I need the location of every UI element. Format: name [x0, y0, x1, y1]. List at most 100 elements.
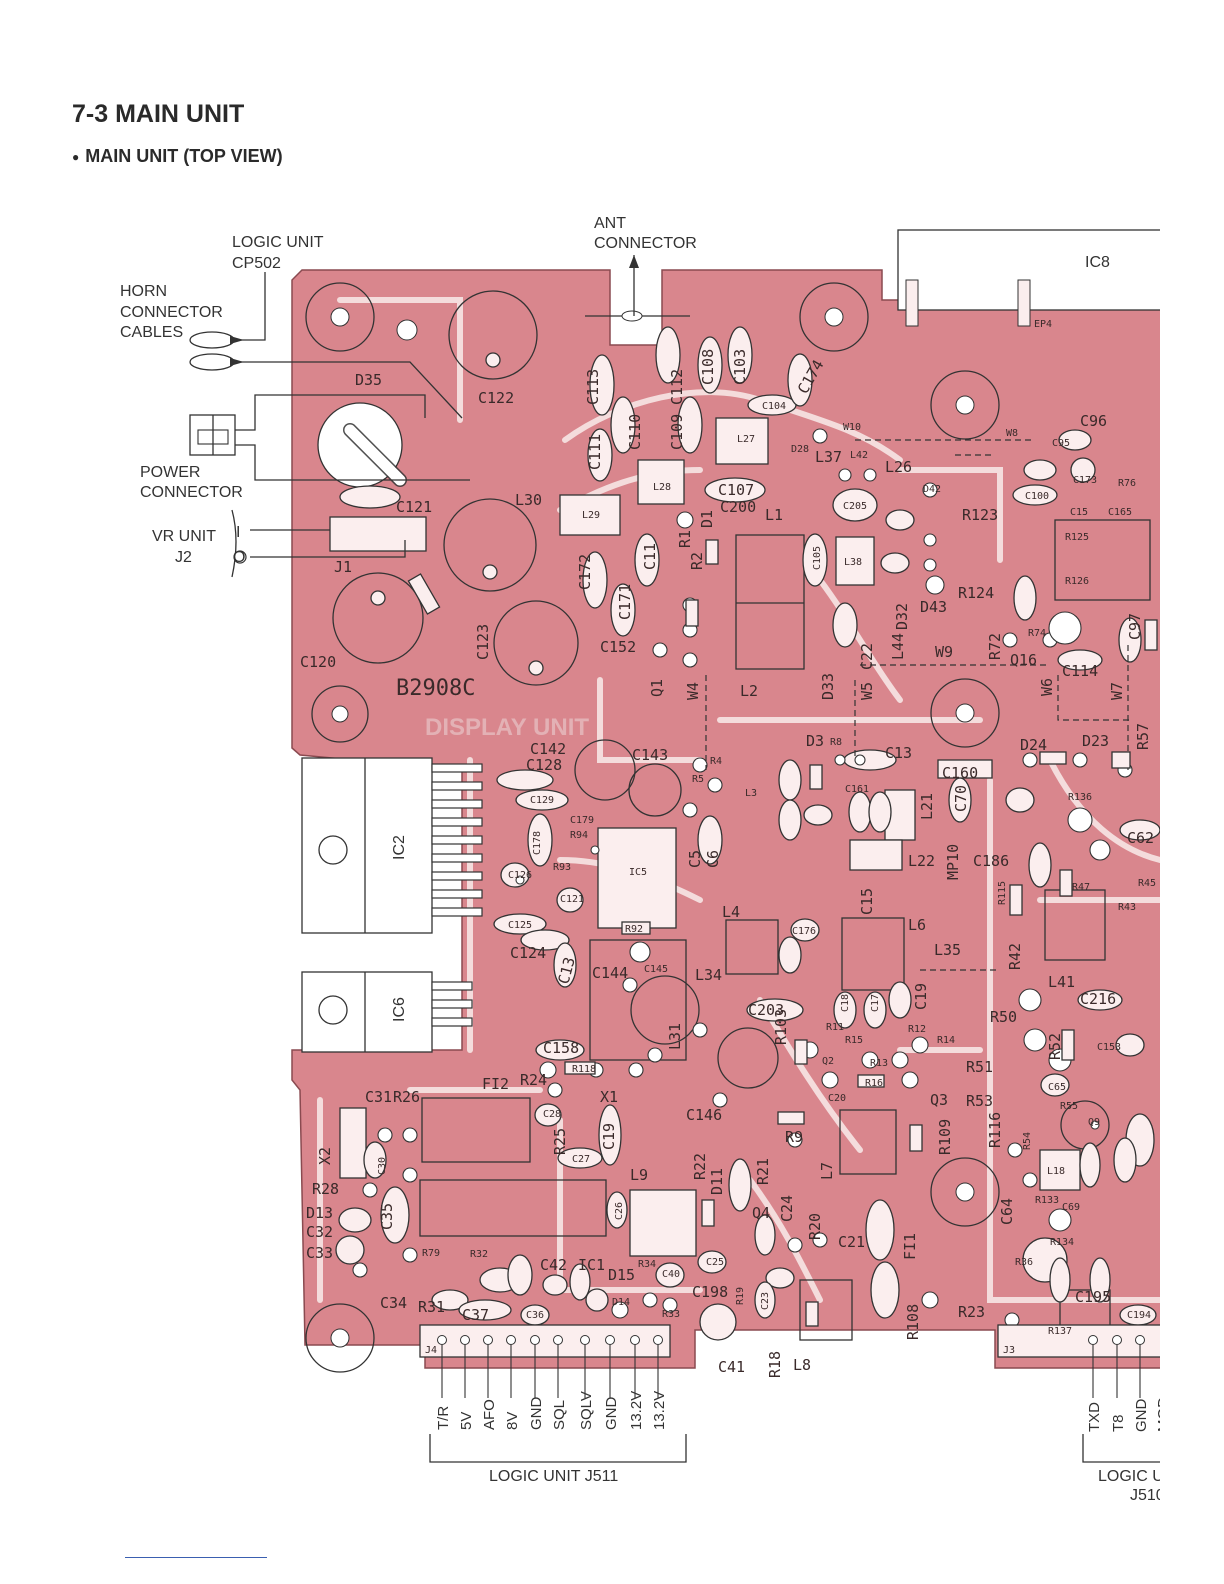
ref-c121b: C121: [560, 894, 584, 905]
callout-horn: HORN: [120, 283, 167, 300]
ref-r137: R137: [1048, 1326, 1072, 1337]
ref-c15x: C15: [1070, 507, 1088, 518]
ref-r57: R57: [1134, 723, 1152, 750]
j4-pin-labels: T/R 5V AFO 8V GND SQL SQLV GND 13.2V 13.…: [435, 1391, 668, 1430]
j4-pin-4: 8V: [504, 1412, 521, 1430]
ref-c65: C65: [1048, 1082, 1066, 1093]
ref-c158: C158: [543, 1039, 579, 1057]
ref-r116: R116: [986, 1112, 1004, 1148]
ref-r21: R21: [754, 1158, 772, 1185]
ref-r15: R15: [845, 1035, 863, 1046]
ref-w5: W5: [858, 682, 876, 700]
ref-r1: R1: [676, 530, 694, 548]
ref-r50: R50: [990, 1008, 1017, 1026]
ref-r54: R54: [1022, 1132, 1033, 1150]
ref-r109: R109: [936, 1119, 954, 1155]
ref-c152: C152: [600, 638, 636, 656]
ref-c173: C173: [1073, 475, 1097, 486]
ref-c200: C200: [720, 498, 756, 516]
ref-l30: L30: [515, 491, 542, 509]
ic2-package: [301, 757, 483, 934]
ref-c95: C95: [1052, 438, 1070, 449]
ref-q4: Q4: [752, 1204, 770, 1222]
ref-r12: R12: [908, 1024, 926, 1035]
ref-c186: C186: [973, 852, 1009, 870]
ref-c121: C121: [396, 498, 432, 516]
ref-c64: C64: [998, 1198, 1016, 1225]
ref-c194: C194: [1127, 1310, 1151, 1321]
ref-r20: R20: [806, 1213, 824, 1240]
j4-label: J4: [425, 1345, 437, 1356]
ref-c6: C6: [704, 850, 722, 868]
j4-pin-1: T/R: [435, 1406, 452, 1430]
ref-r55: R55: [1060, 1101, 1078, 1112]
ref-l38: L38: [844, 557, 862, 568]
ref-c30: C30: [377, 1157, 388, 1175]
j3-pin-1: TXD: [1086, 1402, 1103, 1432]
subheading-text: MAIN UNIT (TOP VIEW): [85, 146, 283, 166]
ref-c179: C179: [570, 815, 594, 826]
ref-c172: C172: [576, 554, 594, 590]
bullet-icon: ●: [72, 150, 80, 165]
j3-pin-3: GND: [1133, 1399, 1150, 1433]
ref-l4: L4: [722, 903, 740, 921]
ref-c69: C69: [1062, 1202, 1080, 1213]
ref-d33: D33: [819, 673, 837, 700]
callout-j2: J2: [175, 549, 192, 566]
ref-d14: D14: [612, 1297, 630, 1308]
j4-pin-8: GND: [603, 1397, 620, 1431]
ref-c111: C111: [586, 434, 604, 470]
callout-ic8: IC8: [1085, 254, 1110, 271]
ref-c123: C123: [474, 624, 492, 660]
ref-c178: C178: [532, 831, 543, 855]
ref-c28: C28: [543, 1109, 561, 1120]
section-heading: 7-3 MAIN UNIT: [72, 100, 245, 128]
ref-c126: C126: [508, 870, 532, 881]
ref-r19: R19: [735, 1287, 746, 1305]
ref-d15: D15: [608, 1266, 635, 1284]
j4-pin-2: 5V: [458, 1412, 475, 1430]
ref-r34: R34: [638, 1259, 656, 1270]
ref-r28: R28: [312, 1180, 339, 1198]
ref-r32: R32: [470, 1249, 488, 1260]
callout-logic-j510-a: LOGIC U: [1098, 1468, 1164, 1485]
ref-l26: L26: [885, 458, 912, 476]
ref-d35: D35: [355, 371, 382, 389]
power-connector-plug: [189, 414, 236, 456]
ref-l6: L6: [908, 916, 926, 934]
ref-r23: R23: [958, 1303, 985, 1321]
ref-c35: C35: [378, 1203, 396, 1230]
callout-vr-i: I: [236, 524, 240, 541]
ref-r123: R123: [962, 506, 998, 524]
ref-c103: C103: [731, 349, 749, 385]
ref-c19b: C19: [600, 1123, 618, 1150]
callout-vr-unit: VR UNIT: [152, 528, 216, 545]
ref-c142: C142: [530, 740, 566, 758]
ref-l37: L37: [815, 448, 842, 466]
ref-r118: R118: [572, 1064, 596, 1075]
ref-c42: C42: [540, 1256, 567, 1274]
j3-pin-4: MOD: [1155, 1397, 1172, 1432]
ref-r33: R33: [662, 1309, 680, 1320]
ref-c125: C125: [508, 920, 532, 931]
ref-r2: R2: [688, 552, 706, 570]
ref-r36: R36: [1015, 1257, 1033, 1268]
ref-l2: L2: [740, 682, 758, 700]
ref-w7: W7: [1108, 682, 1126, 700]
ref-c33: C33: [306, 1244, 333, 1262]
ref-r92: R92: [625, 924, 643, 935]
ref-c216: C216: [1080, 990, 1116, 1008]
callout-ant-connector: CONNECTOR: [594, 235, 697, 252]
ref-c70: C70: [952, 785, 970, 812]
ref-r94: R94: [570, 830, 588, 841]
ref-c27: C27: [572, 1154, 590, 1165]
ref-c105: C105: [812, 546, 823, 570]
ref-r134: R134: [1050, 1237, 1074, 1248]
ref-r5: R5: [692, 774, 704, 785]
ref-c145: C145: [644, 964, 668, 975]
ref-c129: C129: [530, 795, 554, 806]
ref-r79: R79: [422, 1248, 440, 1259]
ref-c195: C195: [1075, 1288, 1111, 1306]
ref-l41: L41: [1048, 973, 1075, 991]
ref-l21: L21: [918, 793, 936, 820]
